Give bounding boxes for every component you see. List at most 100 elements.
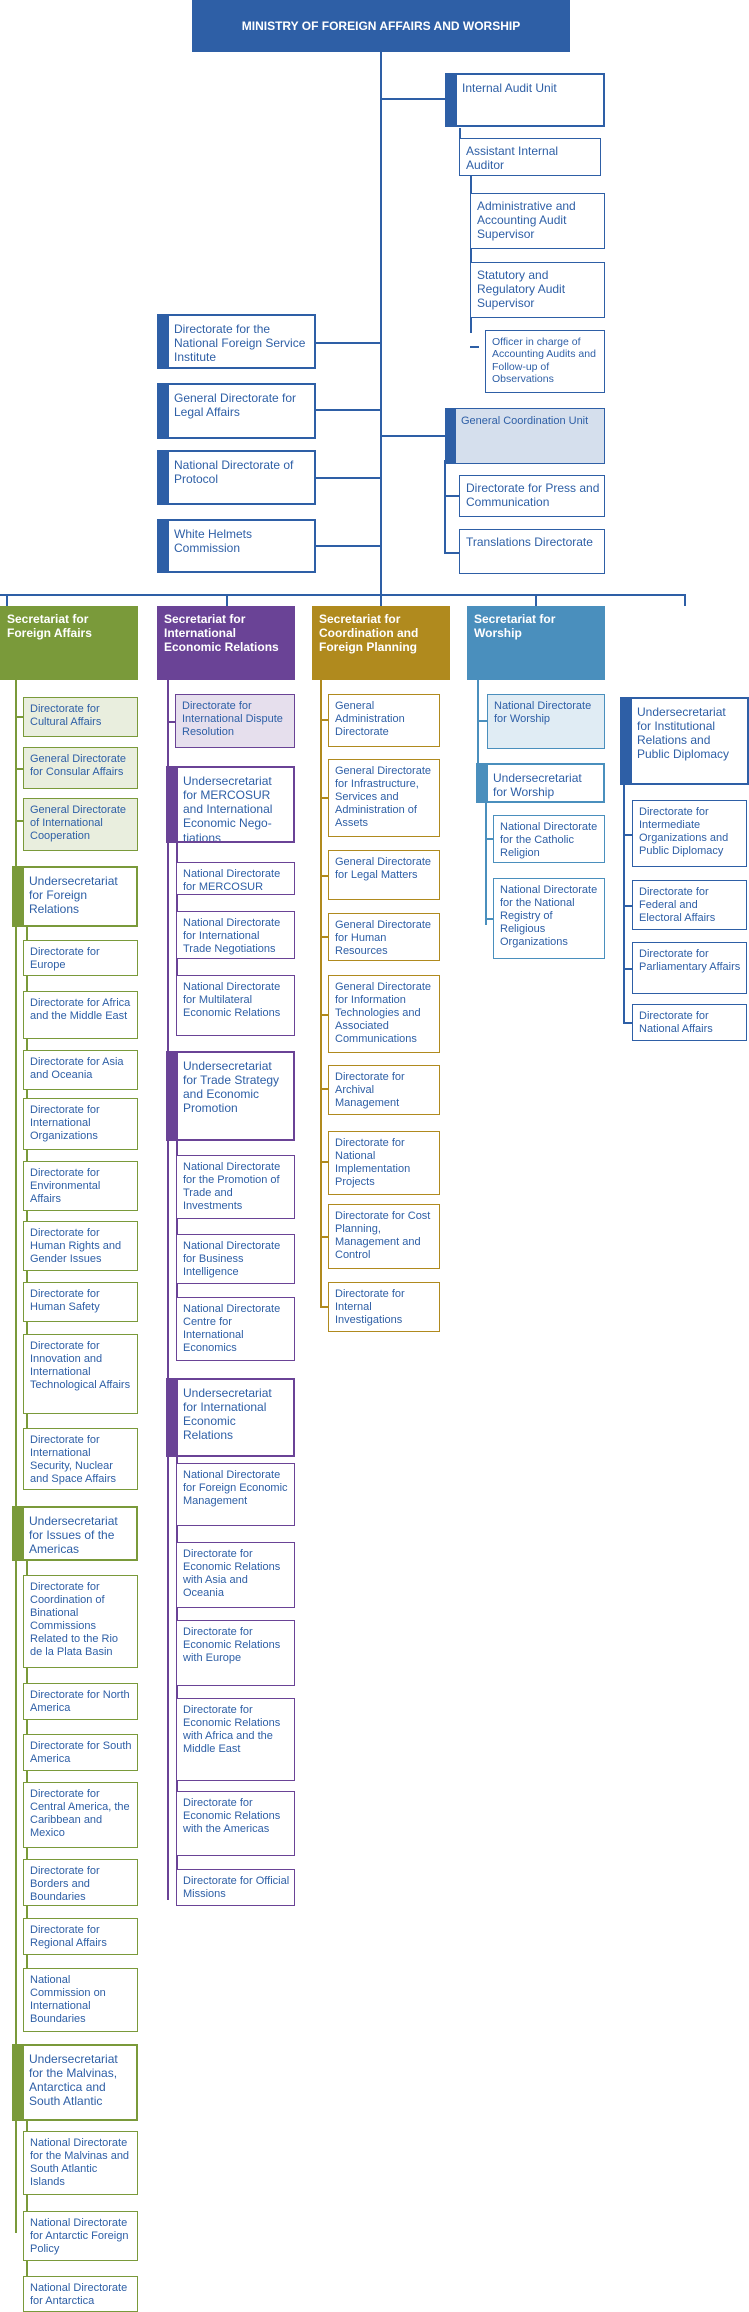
fa-malvinas-item-0: National Directorate for the Malvinas an… (23, 2131, 138, 2195)
connector-line (15, 768, 23, 770)
under-mercosur: Undersecretariat for MERCOSUR and Intern… (166, 766, 295, 843)
fa-directorate-0: Directorate for Cultural Affairs (23, 697, 138, 737)
under-trade-strategy-label: Undersecretariat for Trade Strategy and … (183, 1059, 280, 1116)
worship-item-1-label: National Directorate for the National Re… (500, 884, 598, 948)
under-foreign-relations-label: Undersecretariat for Foreign Relations (29, 874, 118, 917)
fa-malvinas-item-1-label: National Directorate for Antarctic Forei… (30, 2217, 129, 2255)
coord-item-0: General Administration Directorate (328, 694, 440, 747)
econ-intl-item-3: Directorate for Economic Relations with … (176, 1698, 295, 1781)
coord-item-4: General Directorate for Information Tech… (328, 975, 440, 1053)
secretariat-coordination: Secretariat for Coordination and Foreign… (312, 606, 450, 680)
connector-line (167, 680, 169, 1900)
connector-line (316, 545, 381, 547)
econ-intl-item-0-label: National Directorate for Foreign Economi… (183, 1469, 288, 1507)
connector-line (380, 98, 445, 100)
right-unit-7: Translations Directorate (459, 529, 605, 574)
connector-line (320, 1088, 328, 1090)
coord-item-6: Directorate for National Implementation … (328, 1131, 440, 1195)
fa-americas-item-6-label: National Commission on International Bou… (30, 1974, 106, 2025)
under-foreign-relations: Undersecretariat for Foreign Relations (12, 866, 138, 927)
under-trade-strategy: Undersecretariat for Trade Strategy and … (166, 1051, 295, 1141)
econ-trade-item-2-label: National Directorate Centre for Internat… (183, 1303, 281, 1354)
econ-mercosur-item-2-label: National Directorate for Multilateral Ec… (183, 981, 281, 1019)
right-unit-3-label: Statutory and Regulatory Audit Superviso… (477, 268, 566, 311)
secretariat-worship-label: Secretariat for Worship (474, 612, 556, 641)
accent-bar (478, 765, 488, 801)
under-institutional: Undersecretariat for Institutional Relat… (620, 697, 749, 785)
fa-malvinas-item-2-label: National Directorate for Antarctica (30, 2282, 128, 2307)
coord-item-7-label: Directorate for Cost Planning, Managemen… (335, 1210, 431, 1261)
fa-americas-item-6: National Commission on International Bou… (23, 1968, 138, 2032)
fa-relations-item-6-label: Directorate for Human Safety (30, 1288, 100, 1313)
trunk-line (380, 52, 382, 595)
econ-intl-item-4-label: Directorate for Economic Relations with … (183, 1797, 281, 1835)
econ-trade-item-2: National Directorate Centre for Internat… (176, 1297, 295, 1361)
secretariat-foreign-affairs: Secretariat for Foreign Affairs (0, 606, 138, 680)
worship-directorate-0: National Directorate for Worship (487, 694, 605, 749)
institutional-item-0-label: Directorate for Intermediate Organizatio… (639, 806, 729, 857)
institutional-item-3: Directorate for National Affairs (632, 1004, 747, 1041)
fa-americas-item-3: Directorate for Central America, the Car… (23, 1782, 138, 1848)
connector-line (623, 785, 625, 1023)
fa-americas-item-4-label: Directorate for Borders and Boundaries (30, 1865, 100, 1903)
under-americas-label: Undersecretariat for Issues of the Ameri… (29, 1514, 118, 1557)
left-unit-0: Directorate for the National Foreign Ser… (157, 314, 316, 369)
fa-americas-item-5: Directorate for Regional Affairs (23, 1918, 138, 1955)
connector-line (444, 552, 459, 554)
fa-relations-item-4-label: Directorate for Environmental Affairs (30, 1167, 101, 1205)
coord-item-4-label: General Directorate for Information Tech… (335, 981, 431, 1045)
econ-intl-item-5: Directorate for Official Missions (176, 1869, 295, 1906)
fa-relations-item-0: Directorate for Europe (23, 940, 138, 976)
fa-americas-item-2: Directorate for South America (23, 1734, 138, 1771)
institutional-item-3-label: Directorate for National Affairs (639, 1010, 713, 1035)
fa-relations-item-4: Directorate for Environmental Affairs (23, 1161, 138, 1211)
accent-bar (159, 316, 169, 367)
fa-relations-item-3: Directorate for International Organizati… (23, 1098, 138, 1150)
connector-line (26, 2121, 28, 2292)
coord-item-2-label: General Directorate for Legal Matters (335, 856, 431, 881)
right-unit-6: Directorate for Press and Communication (459, 475, 605, 517)
fa-directorate-0-label: Directorate for Cultural Affairs (30, 703, 102, 728)
under-worship-label: Undersecretariat for Worship (493, 771, 582, 800)
econ-intl-item-5-label: Directorate for Official Missions (183, 1875, 290, 1900)
fa-americas-item-0-label: Directorate for Coordination of Bination… (30, 1581, 119, 1658)
connector-line (320, 1161, 328, 1163)
connector-line (320, 1014, 328, 1016)
connector-line (6, 594, 8, 606)
accent-bar (14, 868, 24, 925)
connector-line (320, 719, 328, 721)
worship-directorate-0-label: National Directorate for Worship (494, 700, 592, 725)
secretariat-foreign-affairs-label: Secretariat for Foreign Affairs (7, 612, 92, 641)
connector-line (485, 838, 493, 840)
connector-line (15, 680, 17, 2233)
connector-line (623, 1022, 632, 1024)
connector-line (485, 802, 487, 925)
secretariat-worship: Secretariat for Worship (467, 606, 605, 680)
worship-item-0-label: National Directorate for the Catholic Re… (500, 821, 598, 859)
econ-intl-item-1: Directorate for Economic Relations with … (176, 1542, 295, 1608)
secretariat-coordination-label: Secretariat for Coordination and Foreign… (319, 612, 419, 655)
fa-malvinas-item-1: National Directorate for Antarctic Forei… (23, 2211, 138, 2261)
fa-americas-item-4: Directorate for Borders and Boundaries (23, 1859, 138, 1906)
connector-line (535, 594, 537, 606)
right-unit-4: Officer in charge of Accounting Audits a… (485, 330, 605, 393)
fa-americas-item-0: Directorate for Coordination of Bination… (23, 1575, 138, 1668)
fa-relations-item-8: Directorate for International Security, … (23, 1428, 138, 1490)
accent-bar (168, 1380, 178, 1455)
ministry-box-label: MINISTRY OF FOREIGN AFFAIRS AND WORSHIP (241, 18, 521, 33)
fa-americas-item-2-label: Directorate for South America (30, 1740, 132, 1765)
accent-bar (168, 768, 178, 841)
accent-bar (14, 1508, 24, 1559)
under-malvinas: Undersecretariat for the Malvinas, Antar… (12, 2044, 138, 2121)
connector-line (470, 346, 479, 348)
accent-bar (14, 2046, 24, 2119)
coord-item-0-label: General Administration Directorate (335, 700, 405, 738)
econ-intl-item-4: Directorate for Economic Relations with … (176, 1791, 295, 1856)
right-unit-5: General Coordination Unit (445, 408, 605, 464)
left-unit-1: General Directorate for Legal Affairs (157, 383, 316, 439)
fa-directorate-2-label: General Directorate of International Coo… (30, 804, 126, 842)
connector-line (316, 342, 381, 344)
econ-intl-item-0: National Directorate for Foreign Economi… (176, 1463, 295, 1526)
right-unit-2-label: Administrative and Accounting Audit Supe… (477, 199, 576, 242)
